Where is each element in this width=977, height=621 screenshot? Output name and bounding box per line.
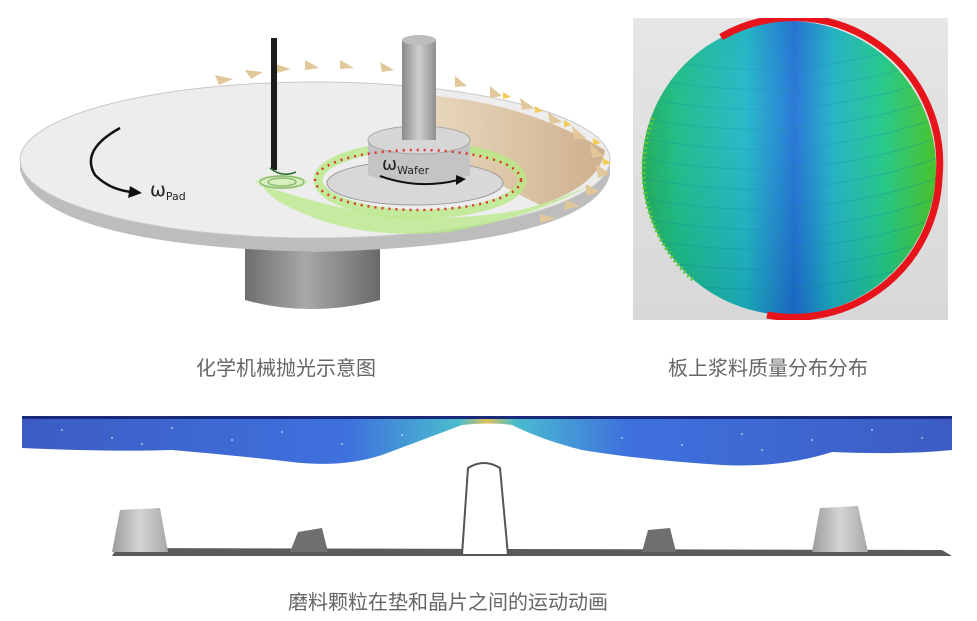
slurry-droplets-yellow	[503, 92, 611, 165]
pedestal	[245, 240, 380, 309]
asperity-5	[812, 506, 868, 552]
asperity-2	[290, 528, 328, 552]
particle-speckles	[61, 427, 923, 451]
wafer-rotation-arrow	[379, 175, 459, 186]
caption-cmp-schematic: 化学机械抛光示意图	[196, 356, 376, 380]
caption-particle-motion: 磨料颗粒在垫和晶片之间的运动动画	[288, 590, 608, 614]
caption-slurry-distribution: 板上浆料质量分布分布	[668, 356, 868, 380]
slurry-droplets	[215, 60, 610, 223]
slurry-band	[420, 95, 605, 205]
wafer-omega-label: ωWafer	[382, 154, 430, 177]
wafer-spindle	[402, 40, 436, 140]
pad-rotation-arrow	[89, 126, 133, 194]
asperity-3	[460, 462, 510, 556]
pad-omega-label: ωPad	[150, 179, 186, 203]
wafer-surface	[22, 416, 952, 419]
slurry-distribution-map	[633, 18, 948, 320]
slurry-nozzle	[271, 38, 277, 170]
slurry-film	[262, 185, 590, 234]
particle-cloud	[22, 419, 952, 466]
asperity-1	[112, 508, 168, 552]
wafer-boundary	[313, 148, 523, 212]
particle-motion-diagram	[22, 416, 952, 556]
cmp-schematic: ωPad ωWafer	[19, 35, 611, 309]
asperity-4	[642, 528, 676, 552]
